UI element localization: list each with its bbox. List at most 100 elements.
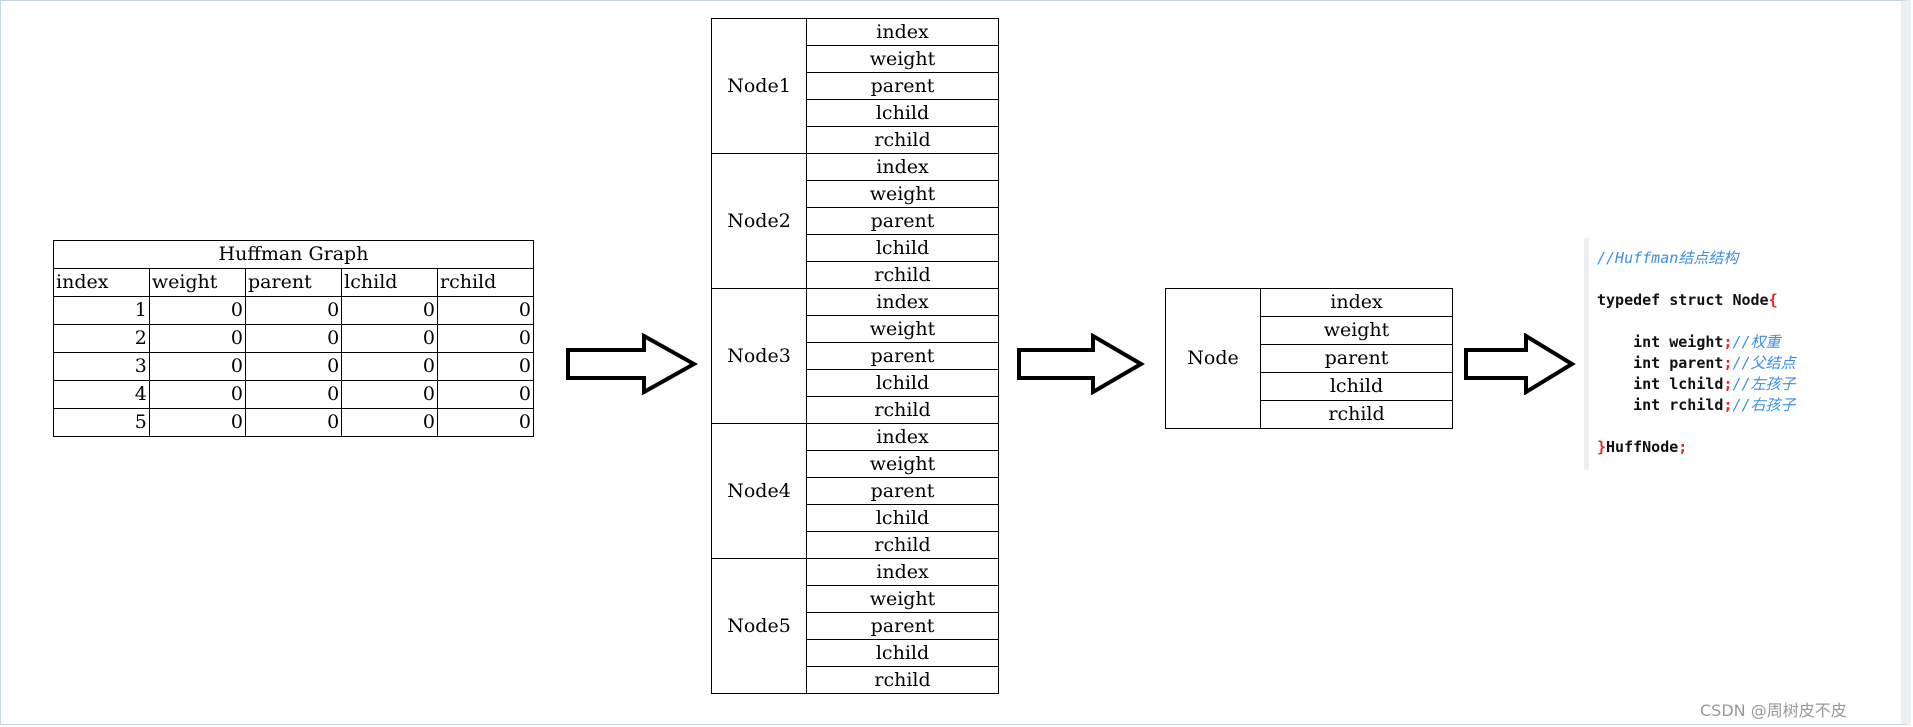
table-cell: 1 [53, 296, 150, 325]
node-row: parent [712, 72, 999, 100]
node-field: rchild [806, 126, 999, 154]
column-header: index [53, 268, 150, 297]
code-member: int lchild;//左孩子 [1597, 374, 1884, 395]
node-row: lchild [1166, 372, 1453, 401]
arrow-right-icon [566, 333, 698, 395]
node-field: weight [806, 45, 999, 73]
node-row: parent [1166, 344, 1453, 373]
node-field: index [806, 423, 999, 451]
table-cell: 0 [341, 324, 439, 353]
table-cell: 0 [148, 352, 247, 381]
member-decl: int rchild [1633, 396, 1724, 414]
node-label: Node1 [711, 18, 807, 154]
node-field: weight [806, 180, 999, 208]
code-type-name: HuffNode [1606, 438, 1679, 456]
node-field: parent [806, 72, 999, 100]
node-field: rchild [806, 531, 999, 559]
table-cell: 4 [53, 380, 150, 409]
member-decl: int weight [1633, 333, 1724, 351]
node-label: Node2 [711, 153, 807, 289]
table-cell: 0 [245, 296, 343, 325]
node-field: parent [806, 477, 999, 505]
node-field: lchild [806, 99, 999, 127]
node-row: lchild [712, 504, 999, 532]
table-cell: 3 [53, 352, 150, 381]
table-cell: 0 [245, 408, 343, 437]
node-field: index [1260, 288, 1453, 317]
code-semicolon: ; [1723, 354, 1733, 372]
node-label: Node [1165, 288, 1261, 429]
node-field: weight [806, 315, 999, 343]
node-label: Node5 [711, 558, 807, 694]
node-field: rchild [806, 666, 999, 694]
node-label: Node4 [711, 423, 807, 559]
table-cell: 0 [437, 408, 534, 437]
node-field: index [806, 153, 999, 181]
code-semicolon: ; [1723, 375, 1733, 393]
member-decl: int parent [1633, 354, 1724, 372]
node-row: lchild [712, 369, 999, 397]
table-cell: 0 [437, 380, 534, 409]
node-field: rchild [1260, 400, 1453, 429]
node-field: weight [806, 585, 999, 613]
node-field: index [806, 558, 999, 586]
node-label: Node3 [711, 288, 807, 424]
node-row: rchild [712, 261, 999, 289]
node-field: lchild [806, 369, 999, 397]
node-field: lchild [806, 504, 999, 532]
arrow-right-icon [1017, 333, 1145, 395]
node-field: lchild [806, 234, 999, 262]
node-field: parent [806, 342, 999, 370]
code-semicolon: ; [1723, 333, 1733, 351]
arrow-right-icon [1464, 333, 1576, 395]
code-member: int weight;//权重 [1597, 332, 1884, 353]
code-decl: typedef struct Node [1597, 291, 1769, 309]
node-field: index [806, 18, 999, 46]
node-field: lchild [1260, 372, 1453, 401]
code-snippet: //Huffman结点结构 typedef struct Node{ int w… [1584, 238, 1884, 470]
node-row: lchild [712, 639, 999, 667]
node-row: lchild [712, 234, 999, 262]
table-cell: 0 [148, 380, 247, 409]
node-field: parent [1260, 344, 1453, 373]
code-semicolon: ; [1723, 396, 1733, 414]
member-comment: //权重 [1732, 333, 1781, 351]
code-brace: { [1768, 291, 1778, 309]
node-field: weight [1260, 316, 1453, 345]
node-field: weight [806, 450, 999, 478]
node-field: parent [806, 612, 999, 640]
table-cell: 0 [148, 324, 247, 353]
member-decl: int lchild [1633, 375, 1724, 393]
table-cell: 0 [341, 380, 439, 409]
code-comment: //Huffman结点结构 [1597, 249, 1739, 267]
member-comment: //右孩子 [1732, 396, 1796, 414]
column-header: parent [245, 268, 343, 297]
table-cell: 2 [53, 324, 150, 353]
table-cell: 0 [245, 352, 343, 381]
table-cell: 5 [53, 408, 150, 437]
node-row: weight [712, 315, 999, 343]
table-cell: 0 [245, 324, 343, 353]
node-field: lchild [806, 639, 999, 667]
node-row: lchild [712, 99, 999, 127]
code-member: int rchild;//右孩子 [1597, 395, 1884, 416]
code-member: int parent;//父结点 [1597, 353, 1884, 374]
table-cell: 0 [341, 408, 439, 437]
column-header: weight [148, 268, 247, 297]
node-row: parent [712, 207, 999, 235]
node-row: weight [1166, 316, 1453, 345]
code-semicolon: ; [1678, 438, 1688, 456]
